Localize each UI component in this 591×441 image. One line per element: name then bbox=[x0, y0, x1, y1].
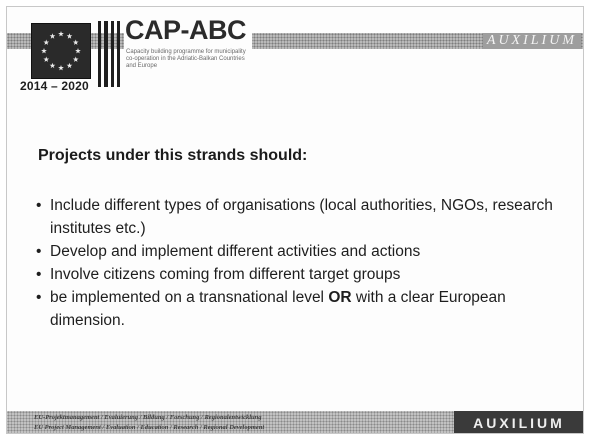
bullet-icon: • bbox=[36, 289, 42, 306]
bullet-text-emphasis: OR bbox=[328, 289, 352, 306]
cap-abc-title: CAP-ABC bbox=[125, 15, 247, 45]
flag-star-icon bbox=[41, 48, 47, 54]
flag-star-icon bbox=[72, 56, 79, 62]
bullet-icon: • bbox=[36, 197, 42, 214]
flag-star-icon bbox=[75, 48, 81, 54]
bullet-item: • be implemented on a transnational leve… bbox=[36, 286, 571, 332]
flag-star-icon bbox=[43, 39, 50, 45]
bullet-text: Include different types of organisations… bbox=[50, 197, 553, 237]
programme-years: 2014 – 2020 bbox=[20, 79, 89, 93]
eu-flag-icon bbox=[31, 23, 91, 79]
auxilium-header-logo: AUXILIUM bbox=[482, 33, 581, 49]
cap-abc-logo: CAP-ABC Capacity building programme for … bbox=[124, 15, 252, 81]
flag-star-icon bbox=[49, 62, 56, 69]
flag-star-icon bbox=[66, 62, 73, 69]
footer-services-english: EU Project Management / Evaluation / Edu… bbox=[34, 424, 265, 431]
auxilium-footer-logo: AUXILIUM bbox=[454, 411, 583, 433]
bullet-item: • Develop and implement different activi… bbox=[36, 240, 571, 263]
bullet-item: • Involve citizens coming from different… bbox=[36, 263, 571, 286]
slide-footer: EU-Projektmanagement / Evaluierung / Bil… bbox=[7, 411, 583, 433]
flag-star-icon bbox=[49, 33, 56, 39]
flag-star-icon bbox=[66, 33, 73, 39]
slide: 2014 – 2020 CAP-ABC Capacity building pr… bbox=[6, 6, 584, 434]
footer-services-german: EU-Projektmanagement / Evaluierung / Bil… bbox=[34, 414, 262, 421]
flag-star-icon bbox=[72, 39, 79, 45]
bullet-text-end: with a clear European dimension. bbox=[50, 289, 506, 329]
logo-stripes bbox=[98, 21, 120, 87]
cap-abc-subtitle: Capacity building programme for municipa… bbox=[126, 49, 246, 69]
bullet-list: • Include different types of organisatio… bbox=[36, 194, 571, 332]
bullet-item: • Include different types of organisatio… bbox=[36, 194, 571, 240]
slide-header: 2014 – 2020 CAP-ABC Capacity building pr… bbox=[7, 7, 583, 93]
slide-heading: Projects under this strands should: bbox=[38, 147, 308, 164]
bullet-text: Develop and implement different activiti… bbox=[50, 243, 421, 260]
bullet-icon: • bbox=[36, 243, 42, 260]
flag-star-icon bbox=[58, 65, 64, 71]
footer-band: EU-Projektmanagement / Evaluierung / Bil… bbox=[7, 411, 454, 433]
bullet-text-start: be implemented on a transnational level bbox=[50, 289, 329, 306]
bullet-icon: • bbox=[36, 266, 42, 283]
flag-star-icon bbox=[58, 31, 64, 37]
flag-star-icon bbox=[43, 56, 50, 62]
bullet-text: Involve citizens coming from different t… bbox=[50, 266, 401, 283]
